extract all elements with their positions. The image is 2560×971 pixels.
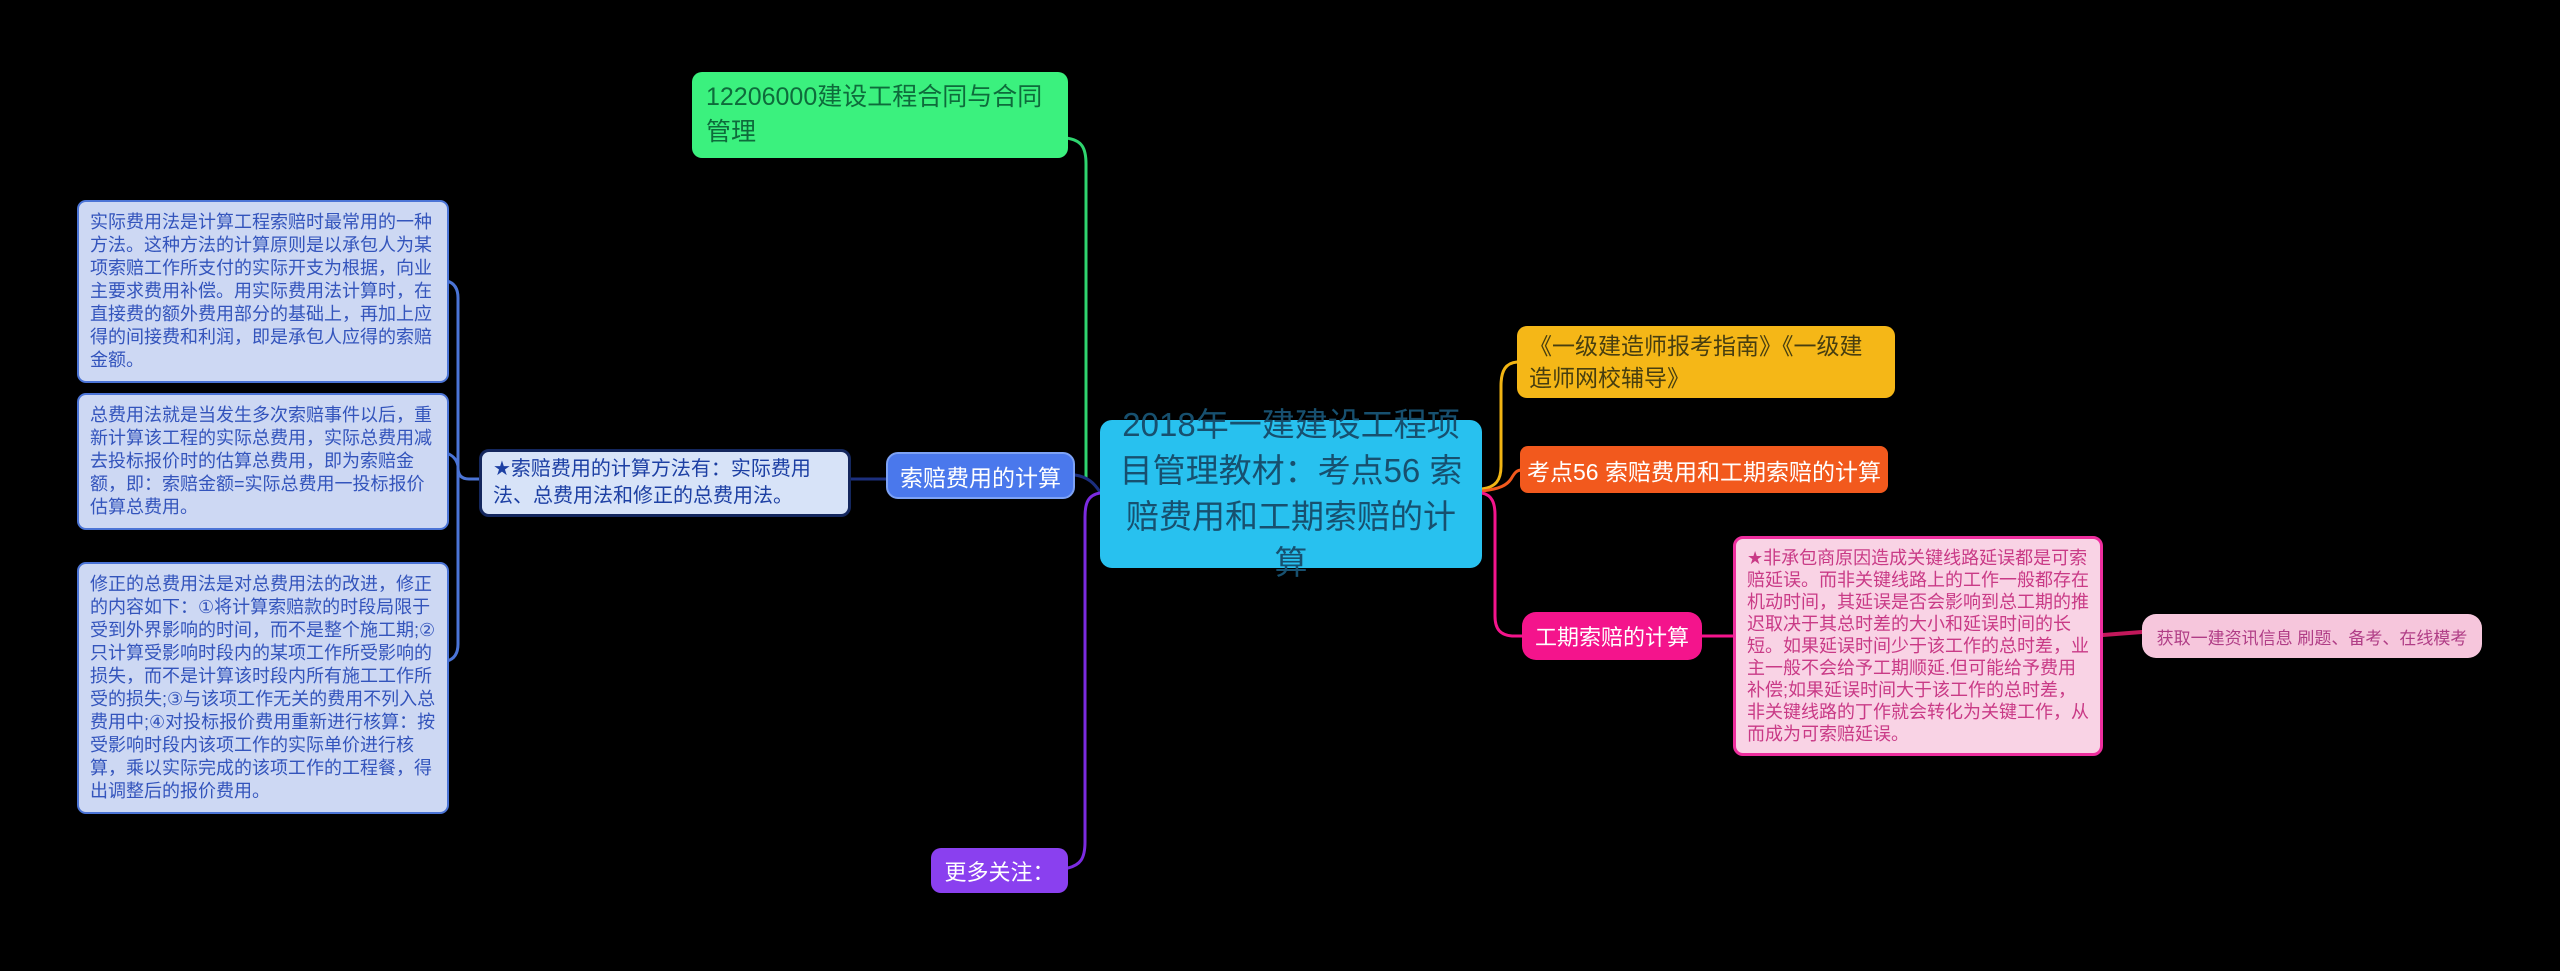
node-exam-point: 考点56 索赔费用和工期索赔的计算 — [1520, 446, 1888, 493]
node-more-follow: 更多关注： — [931, 848, 1068, 893]
node-schedule-claim: 工期索赔的计算 — [1522, 612, 1702, 660]
node-exam-guide: 《一级建造师报考指南》《一级建造师网校辅导》 — [1517, 326, 1895, 398]
connector-chapter — [1064, 136, 1088, 480]
node-total-cost-method: 总费用法就是当发生多次索赔事件以后，重新计算该工程的实际总费用，实际总费用减去投… — [77, 393, 449, 530]
connector-claimcost-central — [1073, 473, 1102, 494]
connector-info-banner — [2101, 630, 2144, 637]
node-chapter: 12206000建设工程合同与合同管理 — [692, 72, 1068, 158]
node-claim-cost: 索赔费用的计算 — [886, 452, 1075, 499]
node-cost-methods-note: ★索赔费用的计算方法有：实际费用法、总费用法和修正的总费用法。 — [479, 449, 851, 517]
node-schedule-claim-note: ★非承包商原因造成关键线路延误都是可索赔延误。而非关键线路上的工作一般都存在机动… — [1733, 536, 2103, 756]
node-actual-cost-method: 实际费用法是计算工程索赔时最常用的一种方法。这种方法的计算原则是以承包人为某项索… — [77, 200, 449, 383]
connector-bracket-to-note — [456, 466, 481, 481]
node-central-topic: 2018年一建建设工程项目管理教材：考点56 索赔费用和工期索赔的计算 — [1100, 406, 1482, 581]
node-modified-total-cost-method: 修正的总费用法是对总费用法的改进，修正的内容如下：①将计算索赔款的时段局限于受到… — [77, 562, 449, 814]
node-info-banner: 获取一建资讯信息 刷题、备考、在线模考 — [2142, 614, 2482, 658]
connector-exam-guide — [1480, 360, 1519, 491]
connector-exam-point — [1480, 468, 1524, 493]
connector-schedule-claim — [1480, 491, 1524, 638]
connector-more-follow — [1066, 491, 1102, 870]
